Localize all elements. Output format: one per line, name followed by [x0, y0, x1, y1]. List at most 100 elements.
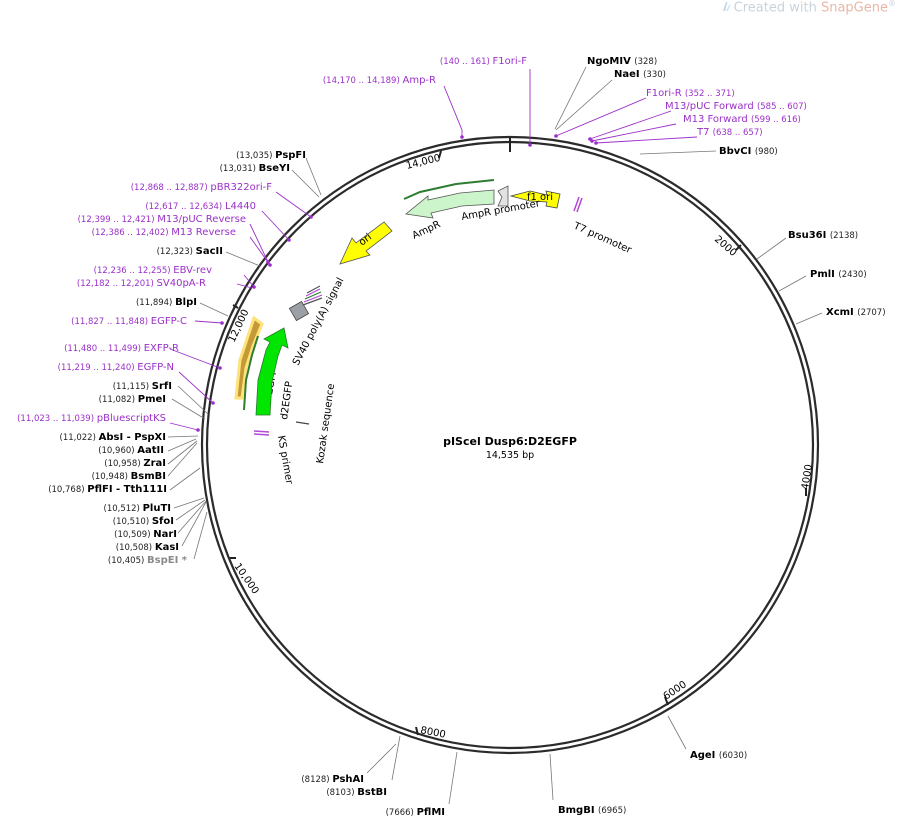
primer-name: F1ori-R — [646, 88, 685, 99]
enzyme-pspfi: (13,035) PspFI — [236, 150, 306, 161]
enzyme-position: (10,509) — [114, 530, 153, 540]
enzyme-name: ZraI — [143, 458, 166, 469]
feature-d2egfp-label: d2EGFP — [279, 381, 295, 421]
enzyme-sfoi: (10,510) SfoI — [113, 516, 174, 527]
enzyme-name: BstBI — [357, 787, 387, 798]
primer-range: (12,617 .. 12,634) — [145, 202, 225, 212]
enzyme-pmei: (11,082) PmeI — [99, 394, 166, 405]
enzyme-agei: AgeI (6030) — [690, 750, 747, 761]
enzyme-name: BmgBI — [558, 805, 598, 816]
primer-marks — [196, 134, 598, 432]
plasmid-length: 14,535 bp — [486, 450, 534, 461]
primer-name: T7 — [696, 127, 713, 138]
enzyme-name: AgeI — [690, 750, 719, 761]
primer-range: (11,827 .. 11,848) — [71, 317, 151, 327]
enzyme-position: (13,031) — [220, 164, 259, 174]
enzyme-position: (11,022) — [60, 433, 99, 443]
feature-kozak-label: Kozak sequence — [315, 383, 337, 464]
snapgene-watermark: Created with SnapGene® — [721, 0, 896, 15]
enzyme-bmgbi: BmgBI (6965) — [558, 805, 626, 816]
enzyme-name: XcmI — [826, 307, 857, 318]
enzyme-position: (13,035) — [236, 151, 275, 161]
primer-name: EGFP-N — [137, 362, 174, 373]
enzyme-pflfi-tth111i: (10,768) PflFI - Tth111I — [48, 484, 167, 495]
enzyme-position: (980) — [755, 147, 778, 157]
enzyme-name: BsmBI — [131, 471, 166, 482]
enzyme-name: PmeI — [138, 394, 166, 405]
primer-range: (12,236 .. 12,255) — [94, 266, 174, 276]
enzyme-bsu36i: Bsu36I (2138) — [788, 230, 858, 241]
primer-range: (12,386 .. 12,402) — [92, 228, 172, 238]
primer-egfp-c: (11,827 .. 11,848) EGFP-C — [71, 316, 187, 327]
enzyme-name: AbsI - PspXI — [99, 432, 166, 443]
enzyme-name: PflMI — [417, 807, 445, 818]
feature-t7-promoter: T7 promoter — [571, 196, 634, 256]
primer-name: EXFP-R — [144, 343, 179, 354]
enzyme-position: (10,512) — [104, 504, 143, 514]
enzyme-leaders — [167, 66, 823, 805]
enzyme-position: (10,948) — [92, 472, 131, 482]
enzyme-position: (7666) — [386, 808, 417, 818]
primer-name: M13 Forward — [683, 114, 751, 125]
enzyme-bstbi: (8103) BstBI — [326, 787, 387, 798]
primer-m13-reverse: (12,386 .. 12,402) M13 Reverse — [92, 227, 236, 238]
enzyme-position: (8103) — [326, 788, 357, 798]
enzyme-position: (10,508) — [116, 543, 155, 553]
feature-kozak: Kozak sequence — [295, 383, 337, 464]
primer-range: (638 .. 657) — [713, 128, 763, 138]
primer-m13-forward: M13 Forward (599 .. 616) — [683, 114, 801, 125]
primer-range: (12,182 .. 12,201) — [77, 279, 157, 289]
primer-sv40pa-r: (12,182 .. 12,201) SV40pA-R — [77, 278, 206, 289]
enzyme-position: (6030) — [719, 751, 747, 761]
enzyme-name: SrfI — [152, 381, 172, 392]
watermark-mark: ® — [888, 0, 896, 8]
primer-range: (12,399 .. 12,421) — [78, 215, 158, 225]
feature-ks-primer: KS primer — [253, 430, 295, 486]
enzyme-bsmbi: (10,948) BsmBI — [92, 471, 166, 482]
enzyme-name: BlpI — [175, 297, 197, 308]
enzyme-bspei: (10,405) BspEI * — [108, 555, 188, 566]
primer-m13-puc-forward: M13/pUC Forward (585 .. 607) — [665, 101, 807, 112]
primer-name: pBluescriptKS — [97, 413, 166, 424]
primer-range: (11,219 .. 11,240) — [58, 363, 138, 373]
enzyme-position: (10,405) — [108, 556, 147, 566]
enzyme-zrai: (10,958) ZraI — [104, 458, 166, 469]
watermark-brand: SnapGene — [820, 0, 888, 16]
primer-range: (12,868 .. 12,887) — [131, 183, 211, 193]
feature-t7-promoter-label: T7 promoter — [571, 220, 634, 256]
primer-range: (14,170 .. 14,189) — [323, 76, 403, 86]
enzyme-name: KasI — [155, 542, 179, 553]
enzyme-ngomiv: NgoMIV (328) — [587, 56, 657, 67]
enzyme-name: SfoI — [152, 516, 174, 527]
primer-name: Amp-R — [403, 75, 437, 86]
primer-egfp-n: (11,219 .. 11,240) EGFP-N — [58, 362, 174, 373]
enzyme-name: Bsu36I — [788, 230, 830, 241]
enzyme-pluti: (10,512) PluTI — [104, 503, 172, 514]
feature-f1-ori-label: f1 ori — [527, 192, 553, 203]
primer-name: EBV-rev — [173, 265, 212, 276]
enzyme-name: BspEI * — [147, 555, 188, 566]
feature-ks-primer-label: KS primer — [275, 435, 295, 486]
tick-4000-label: 4000 — [800, 464, 815, 491]
enzyme-name: PflFI - Tth111I — [87, 484, 167, 495]
enzyme-position: (2707) — [857, 308, 885, 318]
primer-pbluescriptks: (11,023 .. 11,039) pBluescriptKS — [17, 413, 166, 424]
primer-name: M13 Reverse — [171, 227, 236, 238]
snapgene-logo-icon — [722, 2, 731, 12]
primer-range: (585 .. 607) — [757, 102, 807, 112]
feature-sv40-polya: SV40 poly(A) signal — [288, 276, 346, 367]
feature-ampr-label: AmpR — [411, 219, 443, 242]
primer-f1ori-f: (140 .. 161) F1ori-F — [440, 56, 527, 67]
feature-f1-ori: f1 ori — [509, 190, 561, 209]
enzyme-xcmi: XcmI (2707) — [826, 307, 886, 318]
primer-l4440: (12,617 .. 12,634) L4440 — [145, 201, 256, 212]
feature-ori: ori — [339, 221, 393, 265]
enzyme-position: (8128) — [301, 775, 332, 785]
enzyme-pflmi: (7666) PflMI — [386, 807, 445, 818]
primer-name: F1ori-F — [493, 56, 528, 67]
enzyme-name: PspFI — [275, 150, 306, 161]
enzyme-kasi: (10,508) KasI — [116, 542, 179, 553]
enzyme-position: (6965) — [598, 806, 626, 816]
enzyme-srfi: (11,115) SrfI — [113, 381, 172, 392]
